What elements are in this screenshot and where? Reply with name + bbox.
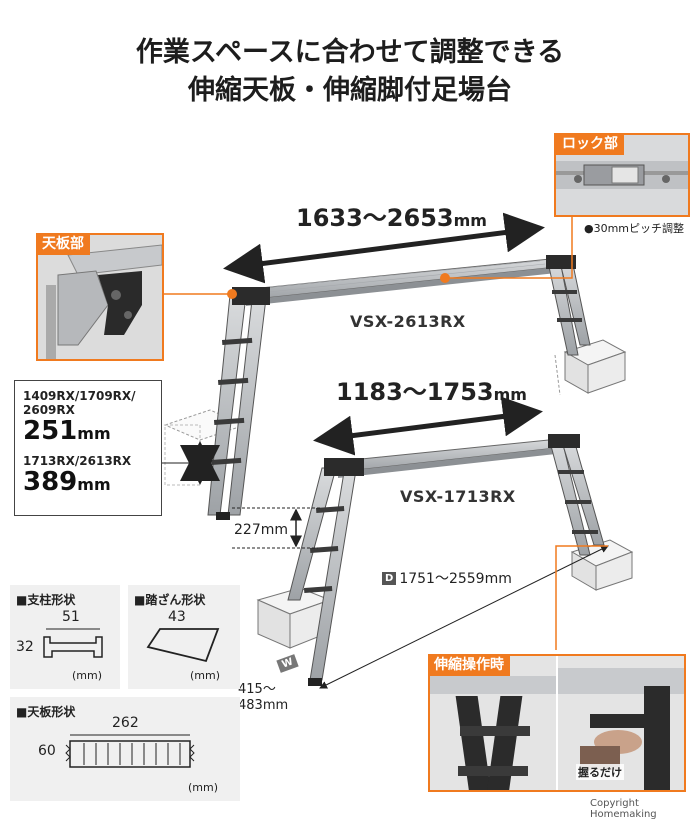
height-value-b-number: 389 <box>23 467 78 497</box>
bottom-model-label: VSX-1713RX <box>400 487 516 506</box>
height-value-a: 251mm <box>23 417 161 448</box>
height-value-a-unit: mm <box>77 424 111 443</box>
stretch-inset <box>428 654 686 792</box>
depth-badge: D <box>382 571 397 585</box>
pillar-unit: (mm) <box>72 669 103 682</box>
board-height: 60 <box>38 743 56 759</box>
stretch-detail-illustration <box>430 656 684 790</box>
lock-detail-illustration <box>556 135 688 215</box>
height-value-b: 389mm <box>23 468 161 499</box>
bottom-length-label: 1183～1753mm <box>336 372 527 407</box>
lock-pitch-note: ●30mmピッチ調整 <box>584 222 685 235</box>
bottom-length-value: 1183～1753 <box>336 378 494 406</box>
lock-leader-line <box>445 214 573 279</box>
tread-profile-drawing <box>146 628 220 663</box>
step-pitch-label: 227mm <box>234 522 288 538</box>
board-shape-title: ■天板形状 <box>16 705 76 719</box>
top-length-value: 1633～2653 <box>296 204 454 232</box>
tread-shape-title: ■踏ざん形状 <box>134 593 206 607</box>
tread-width: 43 <box>168 609 186 625</box>
pillar-width: 51 <box>62 609 80 625</box>
stretch-leader-line <box>555 545 608 650</box>
height-box: 1409RX/1709RX/ 2609RX 251mm 1713RX/2613R… <box>14 380 162 516</box>
step-pitch-guides <box>232 507 320 549</box>
pillar-shape-card: ■支柱形状 51 32 (mm) <box>10 585 120 689</box>
width-label: 415～ 483mm <box>238 682 288 714</box>
height-models-a-line2: 2609RX <box>23 403 75 417</box>
top-support-block-right <box>563 339 627 394</box>
lock-inset-label: ロック部 <box>556 133 624 155</box>
top-scaffold <box>163 255 627 520</box>
height-models-b: 1713RX/2613RX <box>23 454 132 468</box>
headline-line2: 伸縮天板・伸縮脚付足場台 <box>188 75 512 106</box>
tread-shape-card: ■踏ざん形状 43 (mm) <box>128 585 240 689</box>
bottom-scaffold <box>256 434 634 686</box>
depth-label: D 1751～2559mm <box>382 568 512 588</box>
board-width: 262 <box>112 715 139 731</box>
width-line2: 483mm <box>238 698 289 713</box>
bottom-length-arrow <box>313 396 543 456</box>
tenban-detail-illustration <box>38 235 162 359</box>
board-unit: (mm) <box>188 781 219 794</box>
height-models-a-line1: 1409RX/1709RX/ <box>23 389 136 403</box>
headline-line1: 作業スペースに合わせて調整できる <box>135 37 565 68</box>
top-length-arrow <box>223 212 545 284</box>
depth-value: 1751～2559mm <box>399 571 512 587</box>
stretch-inset-label: 伸縮操作時 <box>428 654 510 676</box>
board-profile-drawing <box>65 734 195 768</box>
tenban-inset-label: 天板部 <box>36 233 90 255</box>
bottom-length-unit: mm <box>493 385 527 404</box>
height-value-b-unit: mm <box>77 475 111 494</box>
pillar-shape-title: ■支柱形状 <box>16 593 76 607</box>
lock-inset <box>554 133 690 217</box>
pillar-profile-drawing <box>43 628 103 658</box>
width-line1: 415～ <box>238 682 276 697</box>
copyright: Copyright Homemaking <box>590 798 657 820</box>
height-value-a-number: 251 <box>23 416 78 446</box>
tread-unit: (mm) <box>190 669 221 682</box>
depth-dimension-line <box>319 545 609 689</box>
grip-note: 握るだけ <box>576 764 624 780</box>
top-length-unit: mm <box>453 211 487 230</box>
board-shape-card: ■天板形状 262 60 (mm) <box>10 697 240 801</box>
top-length-label: 1633～2653mm <box>296 198 487 233</box>
pillar-height: 32 <box>16 639 34 655</box>
top-model-label: VSX-2613RX <box>350 312 466 331</box>
